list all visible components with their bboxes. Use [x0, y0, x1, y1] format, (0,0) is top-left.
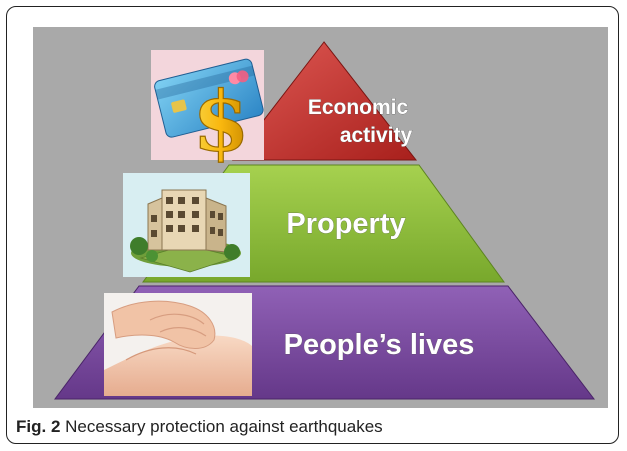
figure-caption: Fig. 2 Necessary protection against eart… — [16, 417, 616, 441]
tier-economic-activity: Economic activity — [231, 41, 418, 161]
credit-card-dollar-icon: $ — [151, 50, 264, 171]
baby-hand-icon — [104, 293, 252, 396]
figure-number: Fig. 2 — [16, 417, 61, 436]
tier-label-property: Property — [286, 208, 405, 240]
tier-label-economic-line2: activity — [340, 124, 413, 147]
caption-text: Necessary protection against earthquakes — [65, 417, 383, 436]
apartment-building-icon — [123, 173, 250, 277]
svg-text:$: $ — [192, 74, 249, 170]
tier-label-economic-line1: Economic — [308, 96, 409, 119]
tier-label-peoples-lives: People’s lives — [284, 329, 475, 361]
